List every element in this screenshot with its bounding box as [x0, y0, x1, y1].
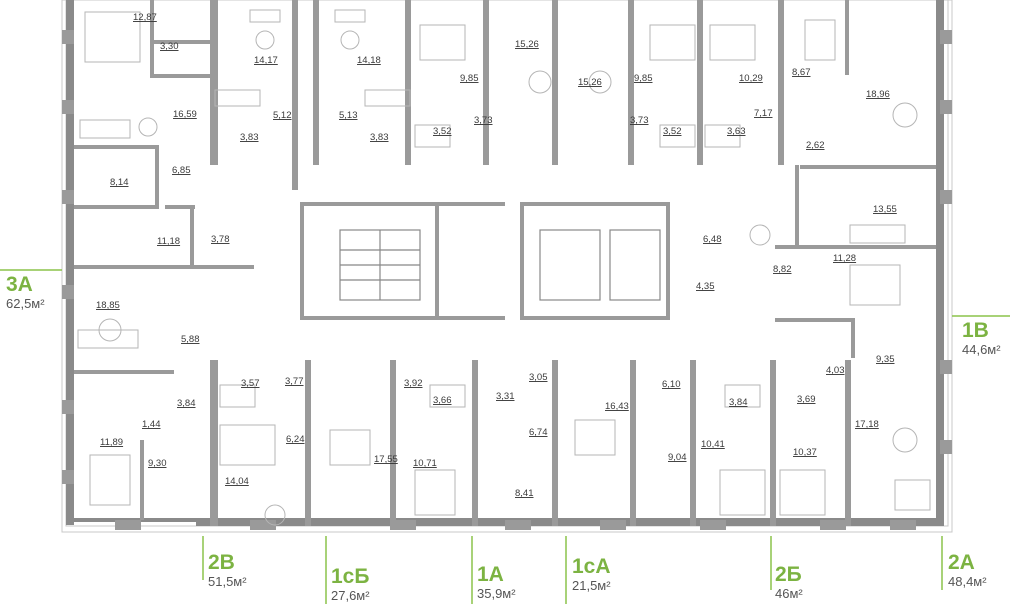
room-label: 10,41 — [701, 439, 725, 450]
interior-walls — [74, 0, 936, 526]
room-label: 3,84 — [729, 397, 748, 408]
room-label: 11,89 — [100, 437, 123, 448]
room-label: 13,55 — [873, 204, 897, 215]
room-label: 18,85 — [96, 300, 120, 311]
room-label: 11,28 — [833, 253, 856, 264]
apartment-area: 35,9м² — [477, 586, 516, 601]
apartment-markers — [0, 269, 1010, 604]
stairwell — [339, 229, 661, 301]
room-label: 4,03 — [826, 365, 845, 376]
room-label: 3,78 — [211, 234, 230, 245]
room-label: 16,59 — [173, 109, 197, 120]
apartment-label-1a[interactable]: 1А 35,9м² — [477, 563, 516, 602]
room-label: 14,17 — [254, 55, 278, 66]
room-label: 3,52 — [433, 126, 452, 137]
room-label: 12,87 — [133, 12, 157, 23]
room-label: 3,83 — [240, 132, 259, 143]
room-label: 6,24 — [286, 434, 305, 445]
apartment-label-2v[interactable]: 2В 51,5м² — [208, 551, 247, 590]
room-label: 10,71 — [413, 458, 437, 469]
apartment-area: 62,5м² — [6, 296, 45, 311]
room-label: 3,73 — [630, 115, 649, 126]
room-label: 6,74 — [529, 427, 548, 438]
room-label: 9,85 — [460, 73, 479, 84]
apartment-area: 48,4м² — [948, 574, 987, 589]
apartment-code: 1сБ — [331, 565, 370, 588]
room-label: 3,52 — [663, 126, 682, 137]
room-label: 6,10 — [662, 379, 681, 390]
room-label: 8,41 — [515, 488, 534, 499]
room-label: 6,85 — [172, 165, 191, 176]
room-label: 3,77 — [285, 376, 304, 387]
room-label: 1,44 — [142, 419, 161, 430]
room-label: 3,05 — [529, 372, 548, 383]
room-label: 7,17 — [754, 108, 773, 119]
room-label: 3,92 — [404, 378, 423, 389]
room-label: 3,83 — [370, 132, 389, 143]
room-label: 3,31 — [496, 391, 515, 402]
apartment-area: 21,5м² — [572, 578, 611, 593]
room-label: 3,69 — [797, 394, 816, 405]
room-label: 9,85 — [634, 73, 653, 84]
room-label: 3,84 — [177, 398, 196, 409]
room-label: 3,73 — [474, 115, 493, 126]
room-label: 5,13 — [339, 110, 358, 121]
room-label: 9,35 — [876, 354, 895, 365]
apartment-area: 46м² — [775, 586, 803, 601]
room-label: 8,67 — [792, 67, 811, 78]
room-label: 9,30 — [148, 458, 167, 469]
apartment-code: 2А — [948, 551, 975, 574]
apartment-label-1sa[interactable]: 1сА 21,5м² — [572, 555, 611, 594]
room-label: 5,12 — [273, 110, 292, 121]
room-label: 14,04 — [225, 476, 249, 487]
apartment-code: 2Б — [775, 563, 802, 586]
room-label: 3,30 — [160, 41, 179, 52]
room-label: 14,18 — [357, 55, 381, 66]
apartment-label-2b[interactable]: 2Б 46м² — [775, 563, 803, 602]
apartment-area: 44,6м² — [962, 342, 1001, 357]
room-label: 3,66 — [433, 395, 452, 406]
room-label: 10,37 — [793, 447, 817, 458]
furniture — [77, 9, 931, 526]
apartment-label-3a[interactable]: 3A 62,5м² — [6, 273, 45, 312]
apartment-area: 51,5м² — [208, 574, 247, 589]
room-label: 3,63 — [727, 126, 746, 137]
room-label: 11,18 — [157, 236, 180, 247]
room-label: 4,35 — [696, 281, 715, 292]
room-label: 3,57 — [241, 378, 260, 389]
apartment-code: 1В — [962, 319, 989, 342]
room-label: 2,62 — [806, 140, 825, 151]
window-markers — [62, 30, 952, 530]
room-label: 15,26 — [515, 39, 539, 50]
apartment-label-2a[interactable]: 2А 48,4м² — [948, 551, 987, 590]
apartment-code: 3A — [6, 273, 33, 296]
apartment-label-1v[interactable]: 1В 44,6м² — [962, 319, 1001, 358]
room-label: 16,43 — [605, 401, 629, 412]
room-label: 15,26 — [578, 77, 602, 88]
apartment-code: 1сА — [572, 555, 611, 578]
apartment-code: 2В — [208, 551, 235, 574]
room-label: 8,82 — [773, 264, 792, 275]
room-label: 17,18 — [855, 419, 879, 430]
room-label: 10,29 — [739, 73, 763, 84]
room-label: 18,96 — [866, 89, 890, 100]
apartment-code: 1А — [477, 563, 504, 586]
room-label: 5,88 — [181, 334, 200, 345]
room-labels: 12,87 3,30 14,17 14,18 15,26 15,26 9,85 … — [96, 12, 897, 499]
room-label: 17,55 — [374, 454, 398, 465]
room-label: 6,48 — [703, 234, 722, 245]
room-label: 8,14 — [110, 177, 129, 188]
room-label: 9,04 — [668, 452, 687, 463]
apartment-area: 27,6м² — [331, 588, 370, 603]
apartment-label-1sb[interactable]: 1сБ 27,6м² — [331, 565, 370, 604]
